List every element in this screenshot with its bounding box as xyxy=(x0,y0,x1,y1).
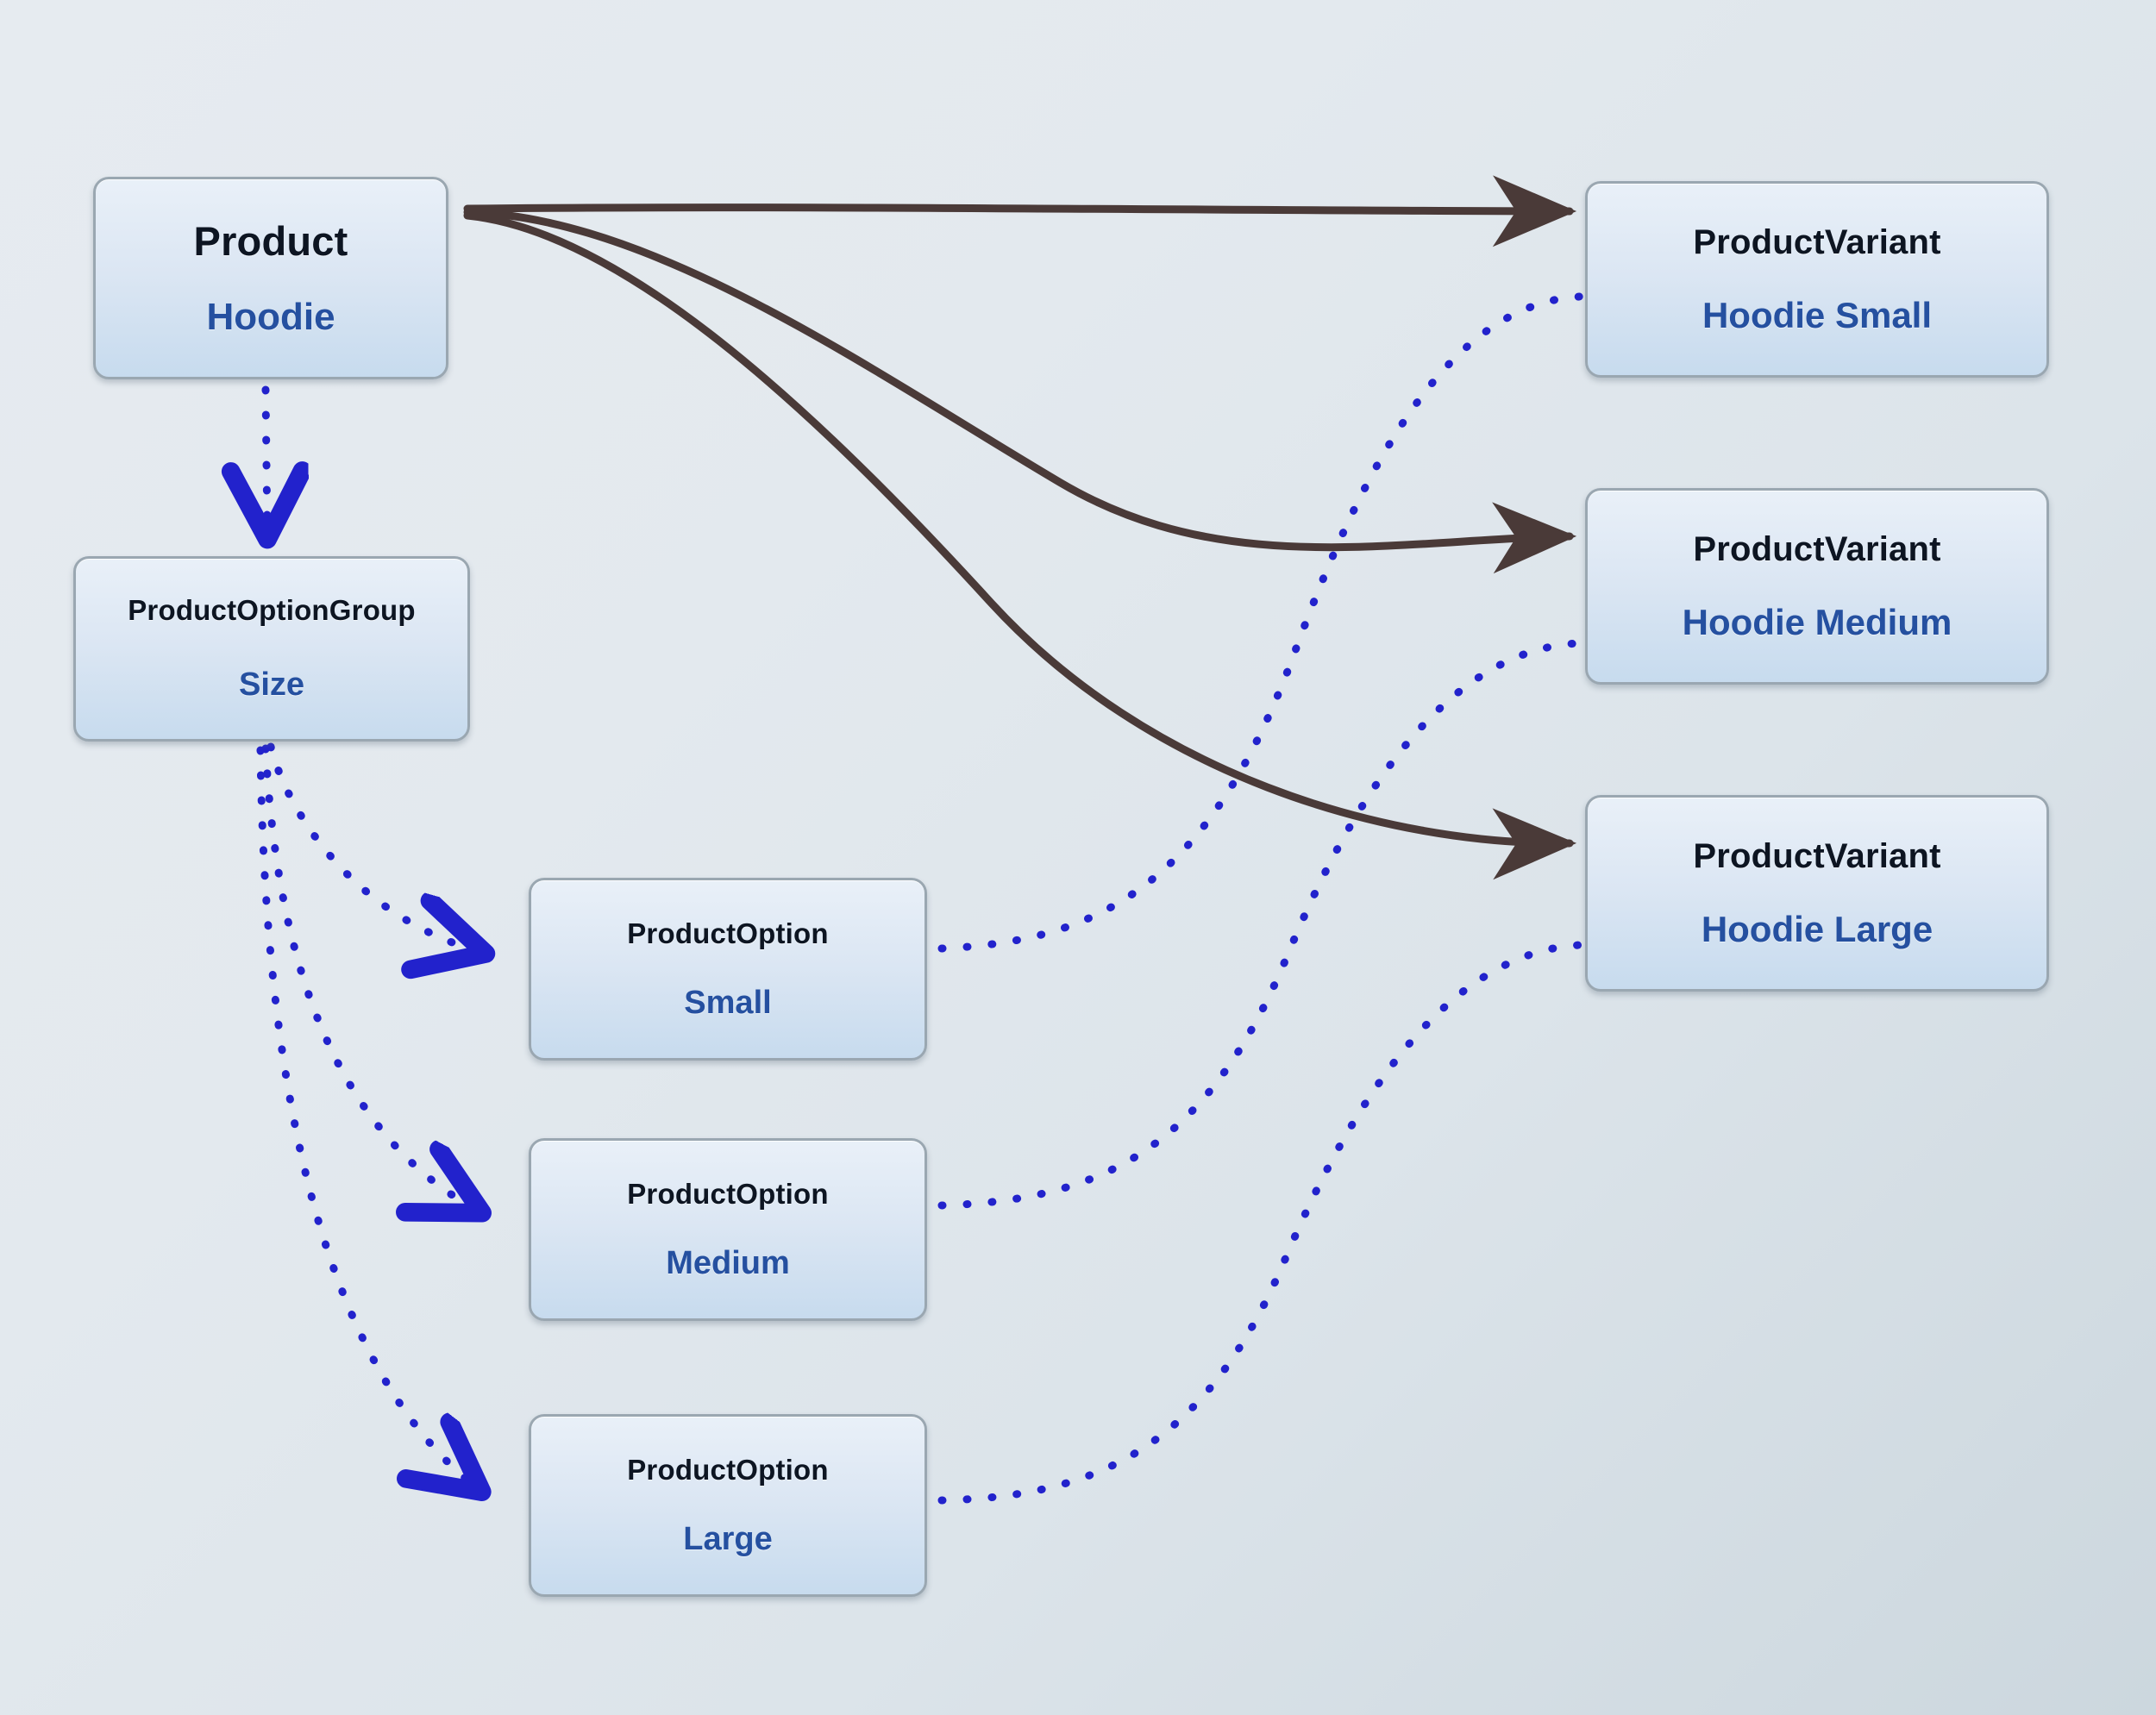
node-product-variant-medium[interactable]: ProductVariant Hoodie Medium xyxy=(1585,488,2049,685)
edge-product-variant-large xyxy=(463,211,1577,880)
node-product-option-large-value: Large xyxy=(683,1520,773,1557)
node-product-variant-small[interactable]: ProductVariant Hoodie Small xyxy=(1585,181,2049,378)
edge-optiongroup-option-large xyxy=(256,746,479,1490)
node-product-option-large-type: ProductOption xyxy=(627,1453,829,1486)
node-product-variant-large-value: Hoodie Large xyxy=(1701,908,1934,949)
node-product-variant-small-value: Hoodie Small xyxy=(1702,294,1933,335)
node-product-option-large[interactable]: ProductOption Large xyxy=(529,1414,927,1597)
edge-options-to-variants xyxy=(937,292,1584,1505)
node-product-option-group-value: Size xyxy=(238,667,305,703)
node-product[interactable]: Product Hoodie xyxy=(93,177,448,379)
edge-optiongroup-option-small xyxy=(266,742,483,953)
edge-product-to-variants xyxy=(463,175,1577,880)
node-product-option-medium[interactable]: ProductOption Medium xyxy=(529,1138,927,1321)
node-product-type: Product xyxy=(193,218,348,264)
edge-option-small-variant-small xyxy=(937,292,1584,953)
edge-product-variant-medium xyxy=(463,208,1577,574)
edge-optiongroup-to-options xyxy=(256,742,483,1490)
node-product-option-small-value: Small xyxy=(684,984,772,1021)
node-product-variant-medium-type: ProductVariant xyxy=(1693,529,1941,568)
node-product-variant-large[interactable]: ProductVariant Hoodie Large xyxy=(1585,795,2049,992)
node-product-option-small[interactable]: ProductOption Small xyxy=(529,878,927,1061)
edge-optiongroup-option-medium xyxy=(261,744,479,1211)
node-product-variant-large-type: ProductVariant xyxy=(1693,836,1941,875)
node-product-value: Hoodie xyxy=(206,296,335,338)
node-product-option-small-type: ProductOption xyxy=(627,917,829,949)
node-product-variant-small-type: ProductVariant xyxy=(1693,222,1941,261)
edge-option-medium-variant-medium xyxy=(937,639,1584,1210)
node-product-option-group-type: ProductOptionGroup xyxy=(128,594,416,626)
node-product-variant-medium-value: Hoodie Medium xyxy=(1682,601,1952,642)
node-product-option-medium-type: ProductOption xyxy=(627,1177,829,1210)
edge-option-large-variant-large xyxy=(937,941,1584,1505)
edge-product-variant-small xyxy=(463,175,1577,247)
edge-product-to-optiongroup xyxy=(266,385,267,536)
node-product-option-group[interactable]: ProductOptionGroup Size xyxy=(73,556,470,742)
node-product-option-medium-value: Medium xyxy=(666,1244,790,1281)
